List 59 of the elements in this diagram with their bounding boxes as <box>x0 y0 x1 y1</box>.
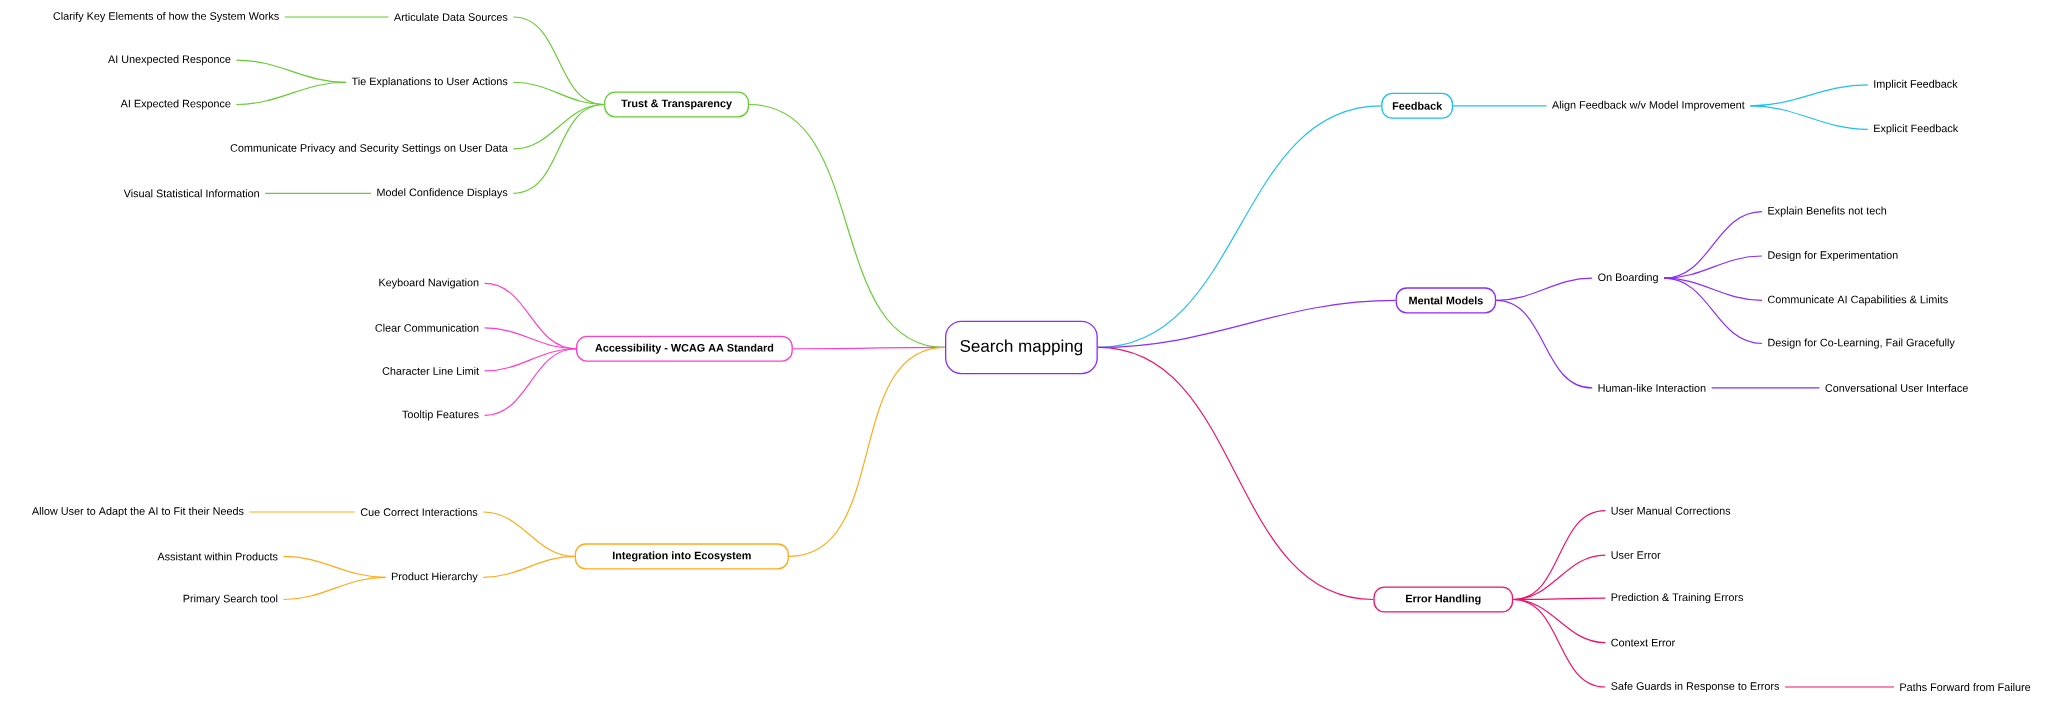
subtopic-label: Conversational User Interface <box>1825 384 1968 393</box>
subtopic-label: Explicit Feedback <box>1874 124 1959 135</box>
subtopic-label: Tie Explanations to User Actions <box>351 77 508 88</box>
subtopic-label: Align Feedback w/v Model Improvement <box>1551 101 1745 112</box>
subtopic-label: Context Error <box>1611 639 1675 647</box>
connector-line <box>1711 387 1821 389</box>
subtopic-label: Communicate Privacy and Security Settings on User Data <box>230 144 508 155</box>
subtopic-label: User Error <box>1611 551 1661 560</box>
connector-line <box>1097 347 1374 601</box>
connector-line <box>1452 105 1548 107</box>
connector-line <box>788 347 946 558</box>
topic-box: Integration into Ecosystem <box>574 543 789 570</box>
subtopic-label: Clear Communication <box>375 324 479 333</box>
subtopic-label: Implicit Feedback <box>1874 80 1958 91</box>
subtopic-label: AI Unexpected Responce <box>108 55 231 66</box>
subtopic-label: Safe Guards in Response to Errors <box>1611 682 1779 693</box>
subtopic-label: Allow User to Adapt the AI to Fit their Needs <box>31 507 244 518</box>
subtopic-label: Primary Search tool <box>183 594 278 605</box>
topic-box: Trust & Transparency <box>604 91 750 118</box>
connector-line <box>264 192 372 195</box>
connector-line <box>1495 300 1593 389</box>
subtopic-label: Model Confidence Displays <box>377 188 508 199</box>
subtopic-label: Visual Statistical Information <box>123 189 259 198</box>
subtopic-label: Tooltip Features <box>402 410 479 421</box>
subtopic-label: Keyboard Navigation <box>379 278 479 289</box>
connector-line <box>512 104 605 195</box>
subtopic-label: Articulate Data Sources <box>393 13 508 22</box>
subtopic-label: User Manual Corrections <box>1611 506 1731 515</box>
topic-box: Error Handling <box>1373 586 1514 613</box>
connector-line <box>1663 277 1763 345</box>
subtopic-label: Explain Benefits not tech <box>1768 206 1887 217</box>
subtopic-label: Cue Correct Interactions <box>360 508 478 517</box>
connector-line <box>284 16 390 18</box>
connector-line <box>235 59 347 84</box>
subtopic-label: Clarify Key Elements of how the System Works <box>53 12 279 23</box>
subtopic-label: Product Hierarchy <box>391 572 478 583</box>
subtopic-label: On Boarding <box>1598 273 1658 284</box>
connector-line <box>1784 686 1895 688</box>
connector-line <box>235 81 347 106</box>
subtopic-label: Assistant within Products <box>157 552 278 561</box>
topic-box: Accessibility - WCAG AA Standard <box>576 335 793 363</box>
connector-line <box>282 576 387 601</box>
subtopic-label: Character Line Limit <box>382 367 479 376</box>
subtopic-label: Communicate AI Capabilities & Limits <box>1768 295 1948 306</box>
connector-line <box>482 556 576 579</box>
subtopic-label: Design for Co-Learning, Fail Gracefully <box>1768 338 1955 349</box>
subtopic-label: AI Expected Responce <box>120 99 231 110</box>
subtopic-label: Paths Forward from Failure <box>1900 683 2031 692</box>
topic-box: Feedback <box>1381 92 1454 120</box>
connector-line <box>484 348 577 417</box>
connector-line <box>248 511 356 513</box>
subtopic-label: Design for Experimentation <box>1768 251 1898 262</box>
subtopic-label: Prediction & Training Errors <box>1611 593 1744 604</box>
connector-line <box>1749 105 1869 131</box>
central-topic-box: Search mapping <box>945 320 1098 375</box>
connector-line <box>1663 255 1763 280</box>
connector-line <box>1512 599 1606 688</box>
subtopic-label: Human-like Interaction <box>1598 384 1706 393</box>
topic-box: Mental Models <box>1395 287 1497 314</box>
